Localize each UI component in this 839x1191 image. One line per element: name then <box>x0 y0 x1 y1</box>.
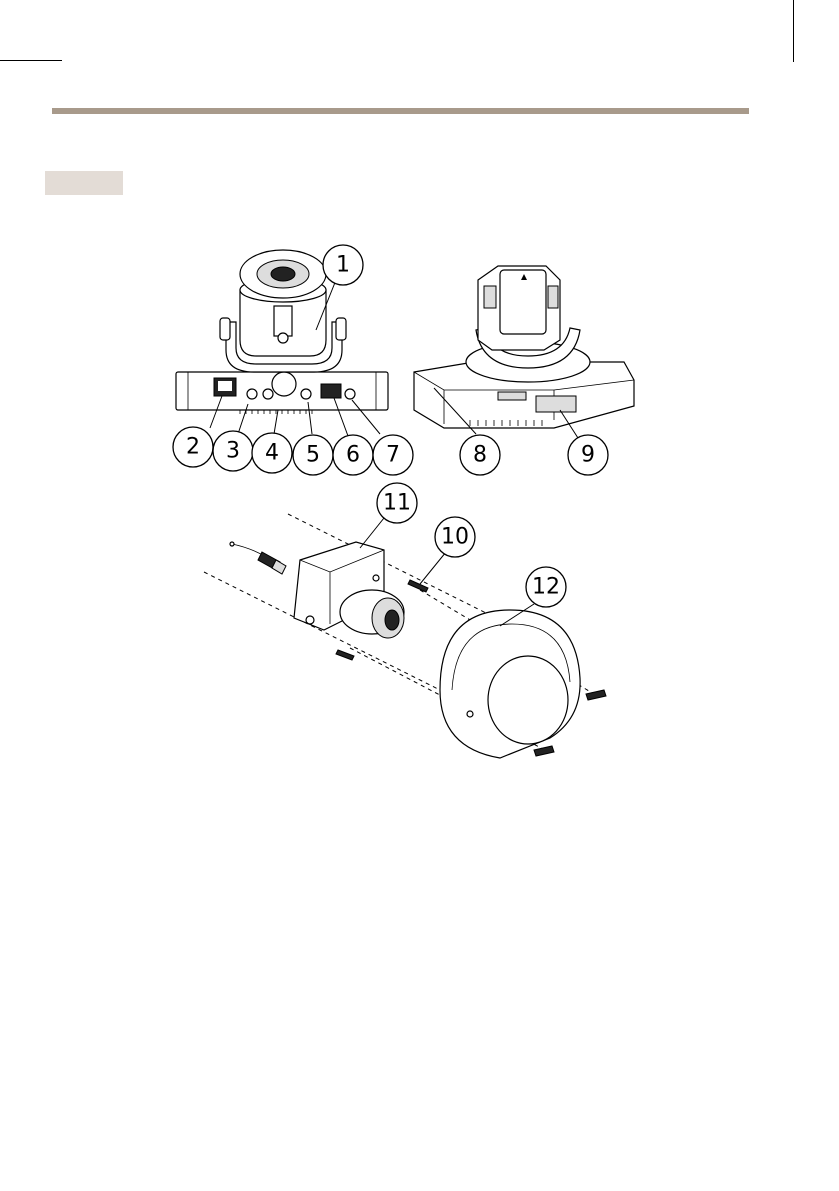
svg-text:5: 5 <box>306 443 320 468</box>
callout-4: 4 <box>252 433 292 473</box>
svg-text:6: 6 <box>346 443 360 468</box>
callout-10: 10 <box>435 517 475 557</box>
callout-12: 12 <box>526 567 566 607</box>
svg-text:8: 8 <box>473 443 487 468</box>
callout-3: 3 <box>213 431 253 471</box>
exploded-view <box>204 514 606 758</box>
svg-text:3: 3 <box>226 439 240 464</box>
callout-9: 9 <box>568 435 608 475</box>
callout-7: 7 <box>373 435 413 475</box>
callout-8: 8 <box>460 435 500 475</box>
svg-text:1: 1 <box>336 253 350 278</box>
svg-text:2: 2 <box>186 435 200 460</box>
callout-6: 6 <box>333 435 373 475</box>
callout-1: 1 <box>323 245 363 285</box>
svg-text:12: 12 <box>532 575 560 600</box>
camera-rear-view <box>414 266 634 428</box>
callout-2: 2 <box>173 427 213 467</box>
svg-text:9: 9 <box>581 443 595 468</box>
callout-11: 11 <box>377 483 417 523</box>
callout-5: 5 <box>293 435 333 475</box>
svg-text:7: 7 <box>386 443 400 468</box>
svg-text:11: 11 <box>383 491 411 516</box>
svg-text:4: 4 <box>265 441 279 466</box>
svg-text:10: 10 <box>441 525 469 550</box>
